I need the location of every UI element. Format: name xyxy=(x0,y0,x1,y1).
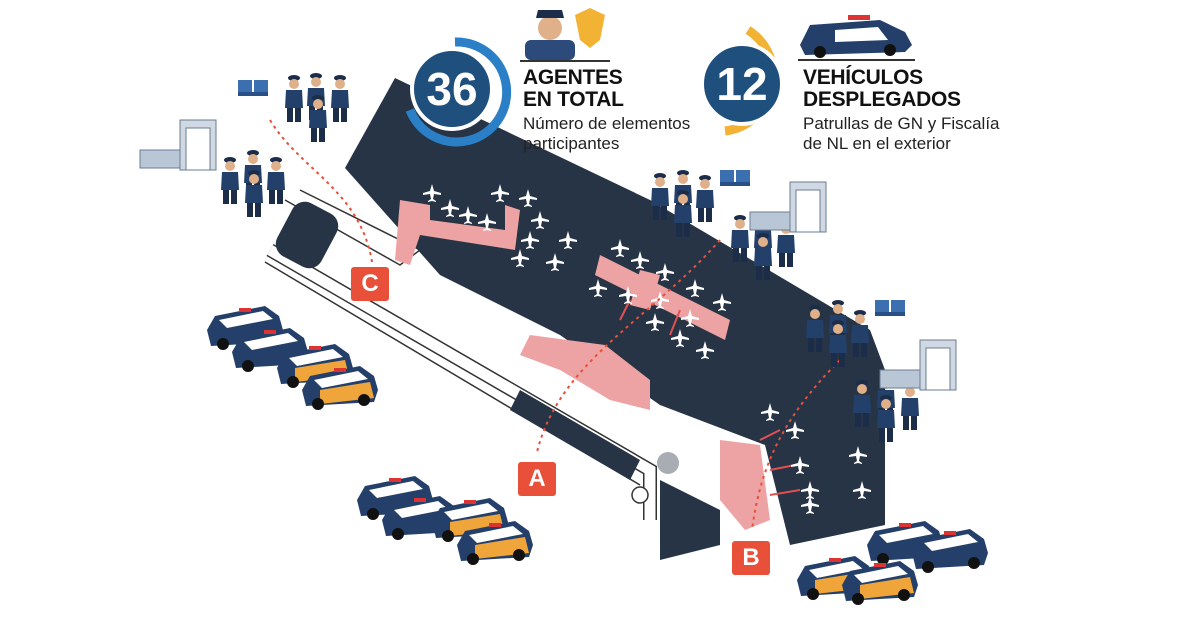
connector-lines xyxy=(269,119,841,531)
agents-title: AGENTES EN TOTAL xyxy=(523,67,624,111)
police-officer-badge-icon xyxy=(520,8,610,62)
agents-subtitle-line1: Número de elementos xyxy=(523,114,691,133)
vehicles-subtitle-line2: de NL en el exterior xyxy=(803,134,951,153)
agents-title-line1: AGENTES xyxy=(523,66,623,89)
roads xyxy=(264,189,657,520)
vehicles-title: VEHÍCULOS DESPLEGADOS xyxy=(803,67,961,111)
marker-b: B xyxy=(732,541,770,575)
vehicles-title-line2: DESPLEGADOS xyxy=(803,88,961,111)
agents-subtitle-line2: participantes xyxy=(523,134,620,153)
gate-lines xyxy=(619,299,801,496)
marker-c: C xyxy=(351,267,389,301)
police-car-icon xyxy=(798,15,915,61)
agents-subtitle: Número de elementos participantes xyxy=(523,114,690,154)
vehicles-title-line1: VEHÍCULOS xyxy=(803,66,923,89)
marker-a: A xyxy=(518,462,556,496)
parking-lots xyxy=(275,201,720,560)
vehicles-subtitle: Patrullas de GN y Fiscalía de NL en el e… xyxy=(803,114,1000,154)
vehicles-count: 12 xyxy=(700,42,784,126)
terminal-building xyxy=(345,78,885,545)
agents-count: 36 xyxy=(410,47,494,131)
vehicles-subtitle-line1: Patrullas de GN y Fiscalía xyxy=(803,114,1000,133)
agents-title-line2: EN TOTAL xyxy=(523,88,624,111)
